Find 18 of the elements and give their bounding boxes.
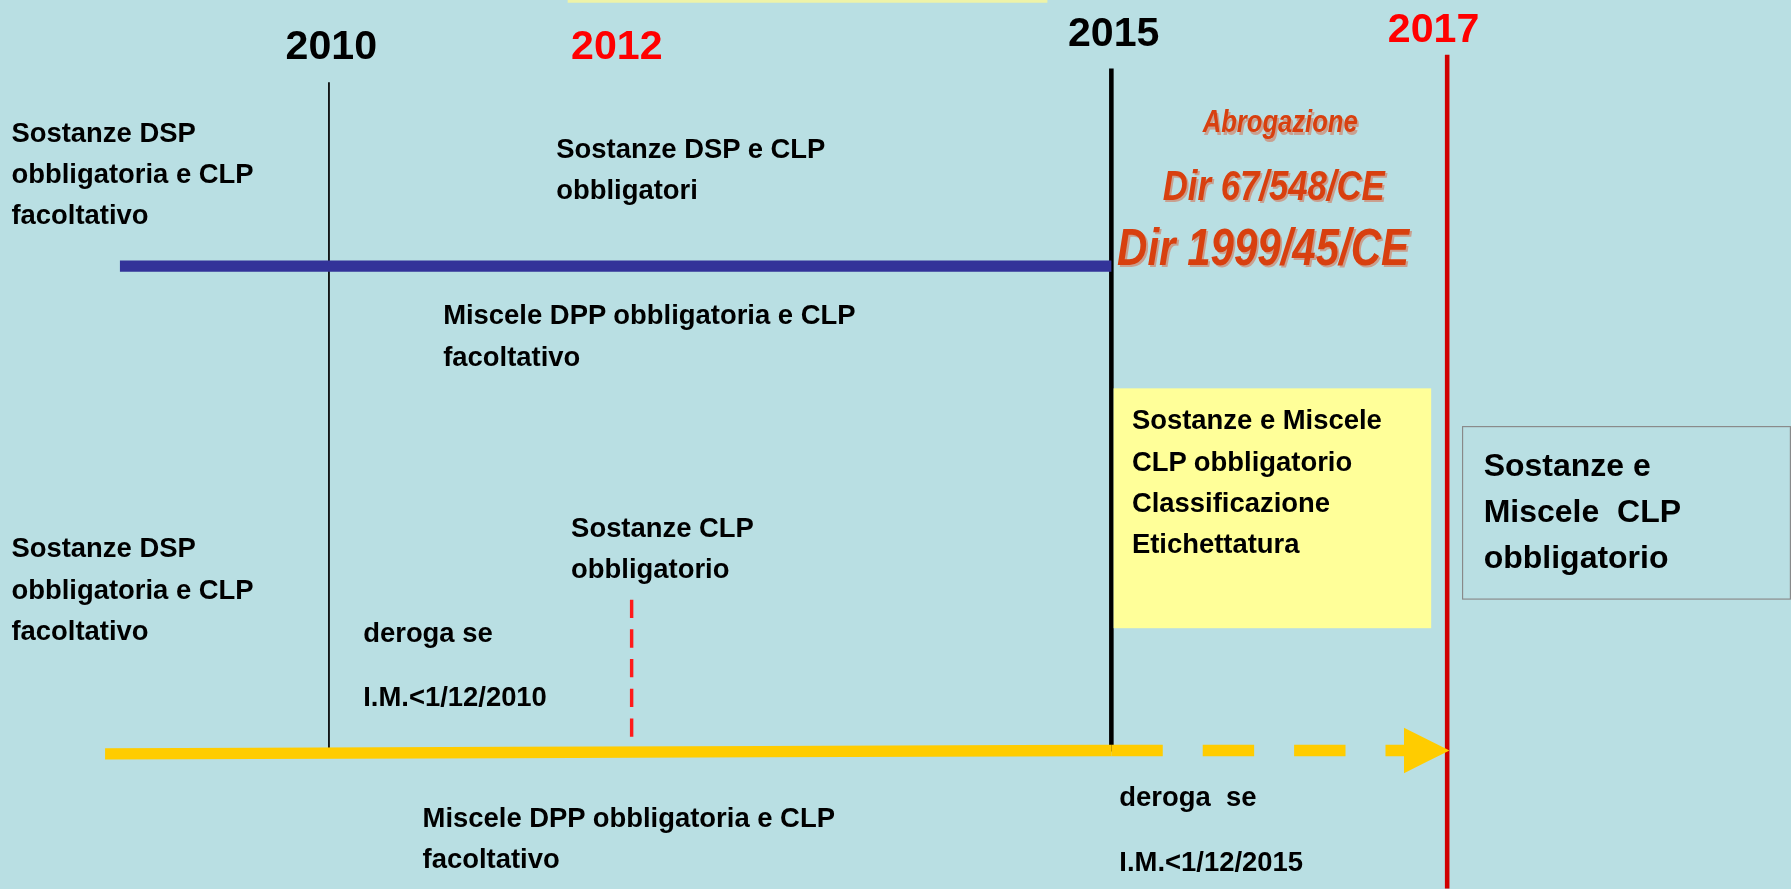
repeal-note: Dir 67/548/CE: [1162, 160, 1385, 211]
year-label: 2010: [285, 22, 378, 69]
year-label: 2017: [1387, 5, 1480, 52]
timeline-note: Miscele DPP obbligatoria e CLP facoltativo: [422, 800, 836, 876]
year-label: 2015: [1067, 9, 1160, 55]
timeline-note: I.M.<1/12/2010: [363, 679, 547, 714]
highlight-box: Sostanze e Miscele CLP obbligatorio Classificazione Etichettatura: [1113, 388, 1432, 629]
timeline-note: I.M.<1/12/2015: [1119, 845, 1303, 880]
timeline-note: Sostanze CLP obbligatorio: [571, 510, 755, 586]
timeline-note: Sostanze DSP obbligatoria e CLP facoltativo: [11, 115, 255, 232]
timeline-note: deroga se: [1119, 780, 1257, 815]
timeline-note: Sostanze DSP e CLP obbligatori: [556, 131, 826, 207]
timeline-note: deroga se: [363, 615, 493, 650]
repeal-note: Dir 1999/45/CE: [1117, 217, 1410, 277]
timeline-note: Sostanze DSP obbligatoria e CLP facoltativo: [11, 531, 255, 648]
timeline-note: Miscele DPP obbligatoria e CLP facoltativo: [443, 298, 856, 374]
repeal-note: Abrogazione: [1202, 102, 1358, 142]
year-label: 2012: [571, 22, 663, 69]
